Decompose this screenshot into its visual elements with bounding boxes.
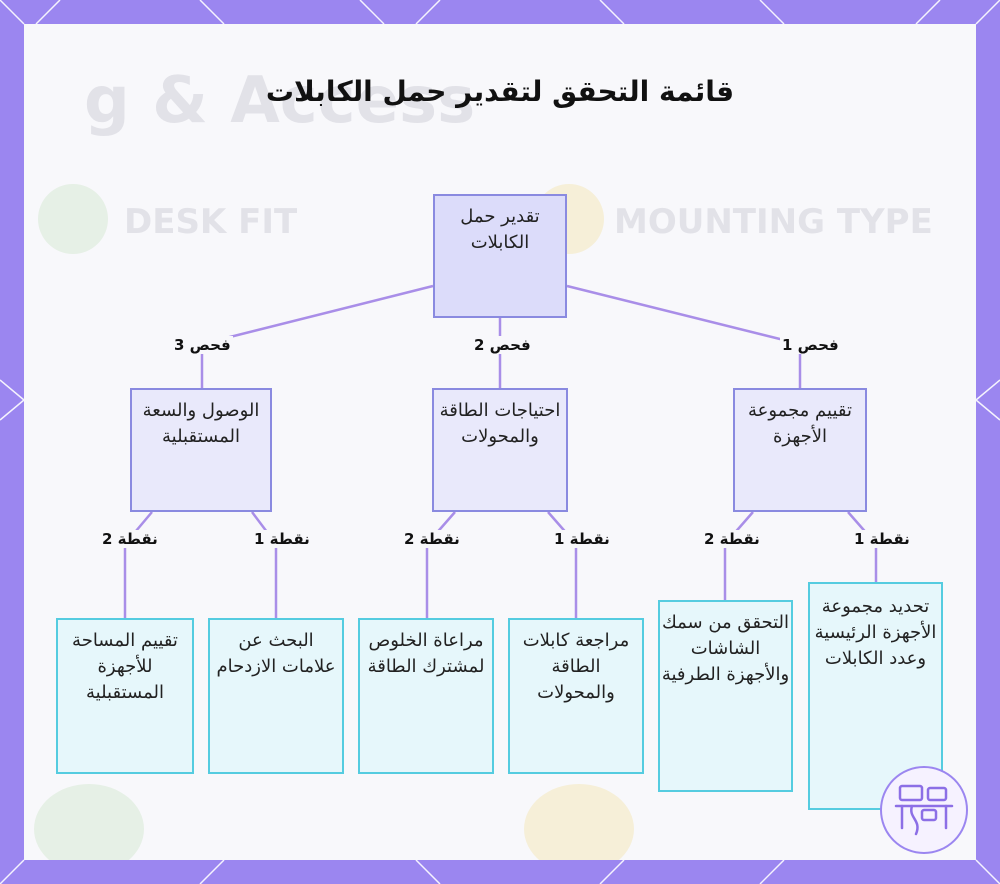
check-1-node: تقييم مجموعة الأجهزة (733, 388, 867, 512)
check-3-point-1-edge-label: نقطة 1 (252, 530, 312, 548)
check-1-point-1-edge-label: نقطة 1 (852, 530, 912, 548)
background-heading: g & Access (84, 64, 476, 138)
check-2-point-2-node: مراعاة الخلوص لمشترك الطاقة (358, 618, 494, 774)
background-left-label: DESK FIT (124, 202, 298, 242)
check-3-point-2-node: تقييم المساحة للأجهزة المستقبلية (56, 618, 194, 774)
check-2-edge-label: فحص 2 (472, 336, 533, 354)
background-circle-icon (38, 184, 108, 254)
check-2-point-1-edge-label: نقطة 1 (552, 530, 612, 548)
check-1-edge-label: فحص 1 (780, 336, 841, 354)
page-title: قائمة التحقق لتقدير حمل الكابلات (265, 75, 735, 108)
background-right-label: MOUNTING TYPE (614, 202, 933, 242)
check-3-point-2-edge-label: نقطة 2 (100, 530, 160, 548)
check-3-node: الوصول والسعة المستقبلية (130, 388, 272, 512)
root-node: تقدير حمل الكابلات (433, 194, 567, 318)
check-2-point-2-edge-label: نقطة 2 (402, 530, 462, 548)
check-2-node: احتياجات الطاقة والمحولات (432, 388, 568, 512)
background-circle-icon (524, 784, 634, 860)
check-1-point-2-node: التحقق من سمك الشاشات والأجهزة الطرفية (658, 600, 793, 792)
desk-logo-icon (880, 766, 968, 854)
check-3-edge-label: فحص 3 (172, 336, 233, 354)
background-circle-icon (34, 784, 144, 860)
check-3-point-1-node: البحث عن علامات الازدحام (208, 618, 344, 774)
check-1-point-2-edge-label: نقطة 2 (702, 530, 762, 548)
check-2-point-1-node: مراجعة كابلات الطاقة والمحولات (508, 618, 644, 774)
